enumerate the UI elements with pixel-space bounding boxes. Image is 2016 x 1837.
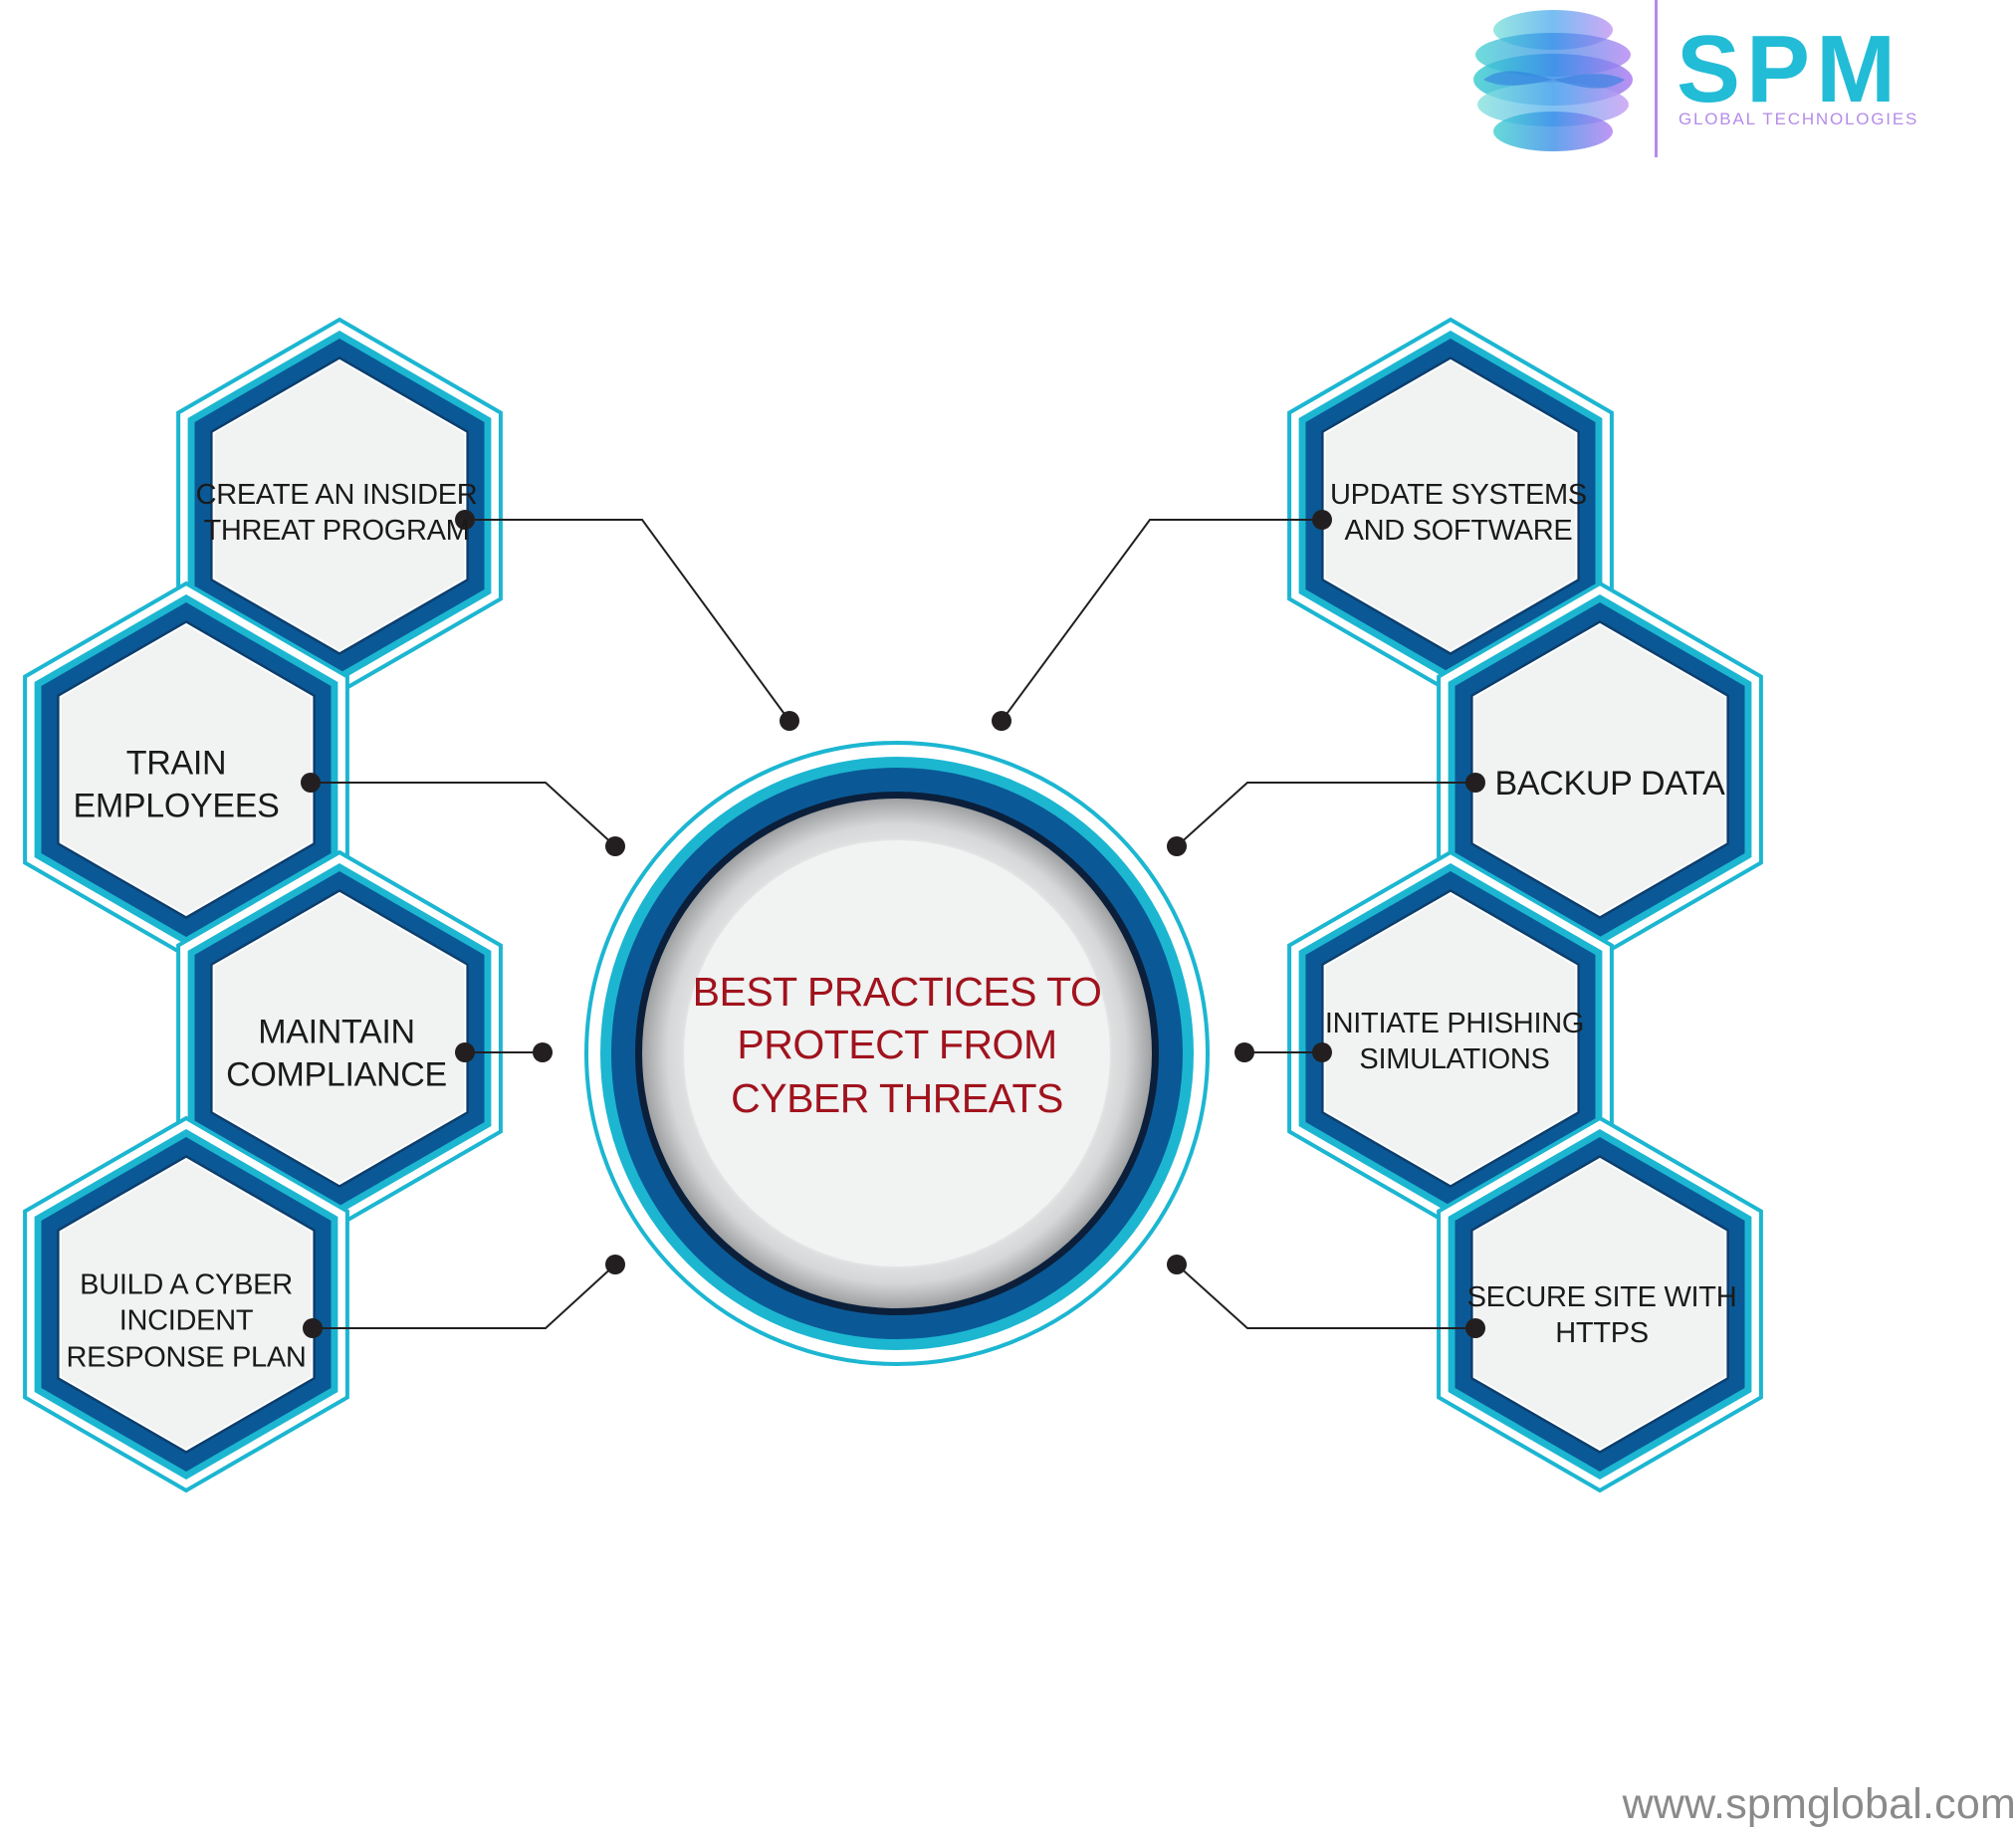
hex-create-insider-threat-program-face: [212, 358, 467, 653]
center-inner-disc: [682, 838, 1112, 1268]
connector-secure-site-with-https-line: [1176, 1263, 1475, 1329]
hex-maintain-compliance-face: [212, 891, 467, 1186]
connector-create-insider-threat-program-line: [465, 519, 790, 722]
hex-label-train-employees: TRAIN EMPLOYEES: [73, 744, 280, 825]
connector-secure-site-with-https-start-dot: [1465, 1318, 1485, 1338]
hex-label-secure-site-with-https: SECURE SITE WITH HTTPS: [1466, 1280, 1737, 1349]
hex-label-backup-data: BACKUP DATA: [1494, 764, 1725, 803]
connector-initiate-phishing-simulations-start-dot: [1312, 1042, 1332, 1062]
connector-backup-data-start-dot: [1465, 773, 1485, 793]
hex-initiate-phishing-simulations-face: [1323, 891, 1578, 1186]
connector-update-systems-and-software-end-dot: [992, 711, 1011, 731]
hex-build-cyber-incident-response-plan-face: [59, 1157, 314, 1452]
connector-backup-data-end-dot: [1167, 836, 1187, 856]
connector-create-insider-threat-program-end-dot: [780, 711, 799, 731]
hex-update-systems-and-software-face: [1323, 358, 1578, 653]
connector-maintain-compliance-end-dot: [533, 1042, 553, 1062]
connector-update-systems-and-software-line: [1001, 519, 1322, 722]
hex-secure-site-with-https-face: [1472, 1157, 1727, 1452]
hex-label-initiate-phishing-simulations: INITIATE PHISHING SIMULATIONS: [1324, 1007, 1585, 1075]
connector-build-cyber-incident-response-plan-end-dot: [605, 1255, 625, 1274]
connector-backup-data-line: [1176, 782, 1475, 847]
connector-update-systems-and-software-start-dot: [1312, 510, 1332, 530]
connector-build-cyber-incident-response-plan-line: [313, 1263, 616, 1329]
hex-label-maintain-compliance: MAINTAIN COMPLIANCE: [226, 1013, 447, 1094]
connector-secure-site-with-https-end-dot: [1167, 1255, 1187, 1274]
brand-tagline: GLOBAL TECHNOLOGIES: [1679, 110, 1919, 128]
hex-label-build-cyber-incident-response-plan: BUILD A CYBER INCIDENT RESPONSE PLAN: [66, 1268, 307, 1374]
hex-label-create-insider-threat-program: CREATE AN INSIDER THREAT PROGRAM: [195, 478, 478, 547]
connector-initiate-phishing-simulations-end-dot: [1234, 1042, 1254, 1062]
hex-label-update-systems-and-software: UPDATE SYSTEMS AND SOFTWARE: [1330, 478, 1587, 547]
connector-build-cyber-incident-response-plan-start-dot: [303, 1318, 323, 1338]
hex-train-employees-face: [59, 622, 314, 917]
connector-train-employees-end-dot: [605, 836, 625, 856]
connector-train-employees-start-dot: [301, 773, 321, 793]
center-title: BEST PRACTICES TO PROTECT FROM CYBER THR…: [692, 969, 1102, 1121]
website-url: www.spmglobal.com: [1622, 1780, 2016, 1828]
connector-create-insider-threat-program-start-dot: [455, 510, 475, 530]
spm-logo-icon: [1473, 0, 1658, 157]
connector-train-employees-line: [311, 782, 616, 847]
connector-maintain-compliance-start-dot: [455, 1042, 475, 1062]
brand-name: SPM: [1677, 16, 1903, 122]
hex-backup-data-face: [1472, 622, 1727, 917]
